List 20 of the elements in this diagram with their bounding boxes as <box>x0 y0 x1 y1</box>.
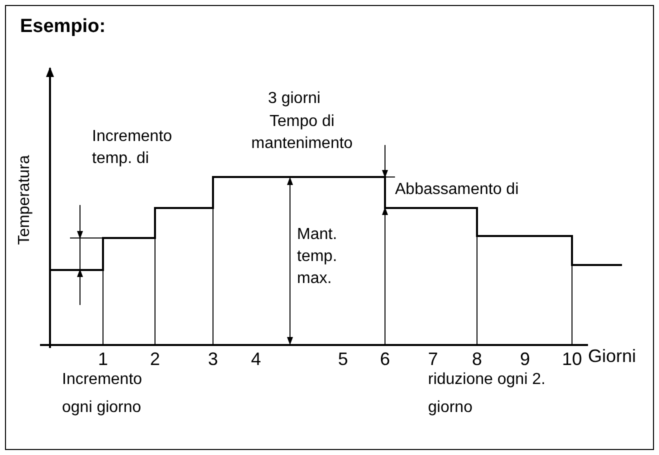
annotation-text: riduzione ogni 2. giorno <box>428 370 546 418</box>
tick-label: 10 <box>562 348 582 370</box>
tick-label: 4 <box>251 348 262 370</box>
tick-label: 9 <box>520 348 530 370</box>
annotation-text: Incremento temp. di <box>92 127 174 169</box>
annotation-text: Incremento ogni giorno <box>62 370 144 418</box>
tick-label: 2 <box>150 348 160 370</box>
tick-label: 3 <box>208 348 218 370</box>
tick-label: 1 <box>98 348 108 370</box>
axis-title: Giorni <box>588 345 636 367</box>
diagram-title: Esempio: <box>20 16 106 38</box>
tick-label: 6 <box>380 348 390 370</box>
tick-label: 5 <box>338 348 348 370</box>
annotation-text: 3 giorni <box>268 89 320 109</box>
annotation-text: Mant. temp. max. <box>297 225 338 289</box>
annotation-text: Tempo di mantenimento <box>250 112 354 154</box>
axis-title: Temperatura <box>14 155 34 245</box>
tick-label: 8 <box>472 348 482 370</box>
tick-label: 7 <box>428 348 438 370</box>
annotation-text: Abbassamento di <box>395 180 519 200</box>
